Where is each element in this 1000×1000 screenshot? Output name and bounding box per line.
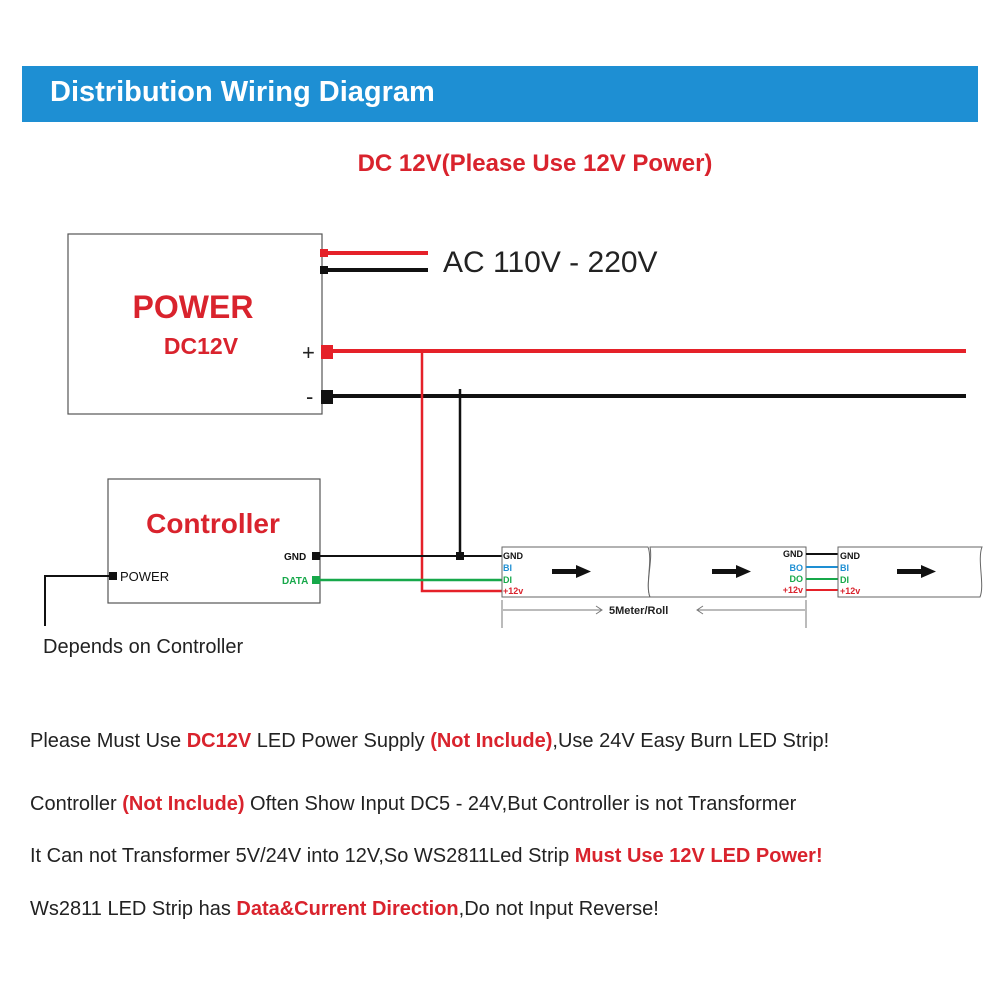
- note-2-text-2: Often Show Input DC5 - 24V,But Controlle…: [244, 793, 797, 815]
- length-label: 5Meter/Roll: [609, 605, 668, 617]
- note-line-2: Controller (Not Include) Often Show Inpu…: [30, 793, 796, 816]
- strip-plus-drop-wire: [420, 351, 502, 593]
- strip2-gnd-label: GND: [783, 549, 804, 559]
- note-line-1: Please Must Use DC12V LED Power Supply (…: [30, 730, 829, 753]
- note-4-highlight: Data&Current Direction: [236, 898, 459, 920]
- page-title: Distribution Wiring Diagram: [50, 76, 435, 108]
- strip3-12v-label: +12v: [840, 586, 860, 596]
- note-4-text: Ws2811 LED Strip has: [30, 898, 237, 920]
- strip3-di-label: DI: [840, 575, 849, 585]
- controller-power-label: POWER: [120, 569, 169, 584]
- ac-black-terminal: [320, 266, 328, 274]
- controller-power-wire: [44, 575, 109, 626]
- note-1-highlight: DC12V: [186, 730, 252, 752]
- strip1-gnd-label: GND: [503, 551, 524, 561]
- strip2-direction-arrow-icon: [712, 565, 751, 578]
- note-line-4: Ws2811 LED Strip has Data&Current Direct…: [30, 898, 659, 921]
- strip1-direction-arrow-icon: [552, 565, 591, 578]
- wiring-diagram: POWER DC12V + - AC 110V - 220V Controlle…: [43, 233, 983, 658]
- controller-gnd-terminal: [312, 552, 320, 560]
- note-2-highlight: (Not Include): [122, 793, 245, 815]
- strip1-di-label: DI: [503, 575, 512, 585]
- minus-label: -: [306, 384, 313, 409]
- note-line-3: It Can not Transformer 5V/24V into 12V,S…: [30, 845, 823, 868]
- note-3-highlight: Must Use 12V LED Power!: [574, 845, 823, 867]
- negative-terminal: [321, 390, 333, 404]
- plus-label: +: [302, 340, 315, 365]
- strip2-bo-label: BO: [790, 563, 804, 573]
- depends-on-controller-label: Depends on Controller: [43, 636, 243, 658]
- controller-data-terminal: [312, 576, 320, 584]
- controller-box: [107, 478, 321, 604]
- power-supply-box: [67, 233, 323, 415]
- note-4-text-2: ,Do not Input Reverse!: [458, 898, 659, 920]
- note-1-highlight-2: (Not Include): [430, 730, 553, 752]
- ac-red-terminal: [320, 249, 328, 257]
- controller-gnd-label: GND: [284, 552, 306, 563]
- length-arrow-right-icon: [595, 605, 603, 615]
- strip2-12v-label: +12v: [783, 585, 803, 595]
- strip3-direction-arrow-icon: [897, 565, 936, 578]
- header-banner: Distribution Wiring Diagram: [22, 66, 978, 122]
- strip3-bi-label: BI: [840, 563, 849, 573]
- note-1-text: Please Must Use: [30, 730, 187, 752]
- note-1-text-2: LED Power Supply: [251, 730, 431, 752]
- controller-data-label: DATA: [282, 576, 308, 587]
- note-3-text: It Can not Transformer 5V/24V into 12V,S…: [30, 845, 575, 867]
- strip1-12v-label: +12v: [503, 586, 523, 596]
- length-arrow-left-icon: [696, 605, 704, 615]
- voltage-subtitle: DC 12V(Please Use 12V Power): [357, 150, 713, 177]
- ac-voltage-label: AC 110V - 220V: [443, 246, 658, 279]
- strip2-do-label: DO: [790, 574, 804, 584]
- controller-title: Controller: [146, 508, 280, 539]
- note-2-text: Controller: [30, 793, 123, 815]
- strip3-gnd-label: GND: [840, 551, 861, 561]
- power-title: POWER: [133, 289, 254, 325]
- power-voltage-label: DC12V: [164, 333, 239, 359]
- note-1-text-3: ,Use 24V Easy Burn LED Strip!: [552, 730, 830, 752]
- controller-power-terminal: [109, 572, 117, 580]
- positive-terminal: [321, 345, 333, 359]
- strip1-bi-label: BI: [503, 563, 512, 573]
